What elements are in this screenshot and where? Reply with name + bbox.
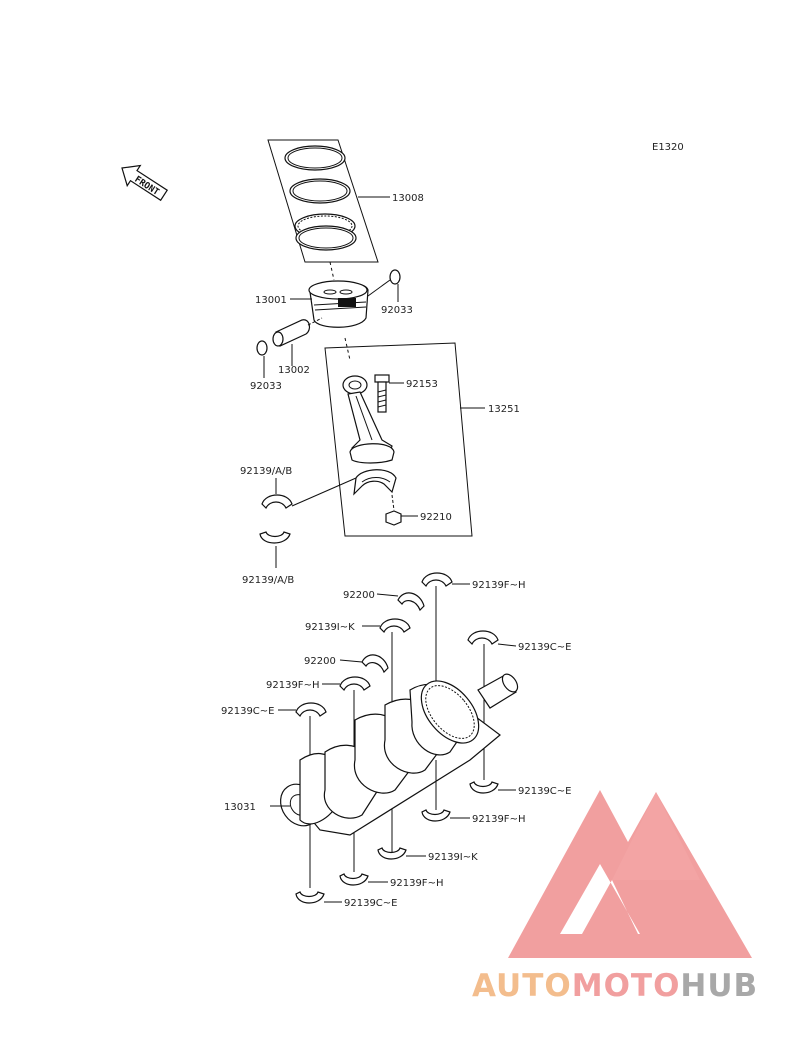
main-bearing-ce-top-right [467, 630, 517, 780]
callout-13008: 13008 [392, 193, 424, 204]
callout-13251: 13251 [488, 404, 520, 415]
callout-92139fh-bottom-right: 92139F~H [472, 814, 525, 825]
callout-92139fh-mid: 92139F~H [266, 680, 319, 691]
callout-92139ik-top: 92139I~K [305, 622, 355, 633]
callout-92033-right: 92033 [381, 305, 413, 316]
callout-92210: 92210 [420, 512, 452, 523]
main-bearing-fh-bottom-right [421, 760, 470, 822]
callout-92200-upper: 92200 [343, 590, 375, 601]
automotohub-watermark: AUTOMOTOHUB [472, 790, 758, 1004]
thrust-washer-upper [376, 592, 425, 612]
main-bearing-fh-top [421, 572, 470, 684]
callout-13031: 13031 [224, 802, 256, 813]
watermark-hub: HUB [680, 968, 758, 1004]
callout-92139ik-bottom: 92139I~K [428, 852, 478, 863]
thrust-washer-lower [339, 654, 389, 674]
main-bearing-ik-bottom [377, 847, 426, 860]
diagram-code: E1320 [652, 142, 684, 153]
callout-92139ce-top-left: 92139C~E [221, 706, 275, 717]
callout-92139fh-bottom: 92139F~H [390, 878, 443, 889]
callout-92153: 92153 [406, 379, 438, 390]
callout-13001: 13001 [255, 295, 287, 306]
svg-text:AUTOMOTOHUB: AUTOMOTOHUB [472, 968, 758, 1004]
conrod-bearing-lower [259, 531, 291, 568]
crankshaft [270, 673, 519, 836]
watermark-moto: MOTO [572, 968, 681, 1004]
connecting-rod [342, 375, 395, 464]
conrod-bearing-upper [261, 477, 357, 510]
callout-92139ce-bottom: 92139C~E [344, 898, 398, 909]
pin-clip-right [367, 269, 401, 302]
piston-rings [267, 139, 390, 263]
watermark-auto: AUTO [472, 968, 572, 1004]
front-direction-arrow-icon: FRONT [121, 164, 169, 202]
main-bearing-ce-bottom [295, 891, 342, 904]
main-bearing-ce-bottom-right [469, 781, 516, 794]
callout-92139ab-lower: 92139/A/B [242, 575, 294, 586]
piston [290, 280, 369, 328]
piston-pin [272, 317, 323, 366]
callout-13002: 13002 [278, 365, 310, 376]
conrod-bolt [374, 374, 404, 413]
callout-92139fh-top: 92139F~H [472, 580, 525, 591]
callout-92033-left: 92033 [250, 381, 282, 392]
conrod-cap [353, 469, 397, 496]
pin-clip-left [256, 340, 268, 378]
callout-92139ce-bottom-right: 92139C~E [518, 786, 572, 797]
conrod-nut [385, 494, 418, 526]
callout-92139ab-upper: 92139/A/B [240, 466, 292, 477]
callout-92139ce-top-right: 92139C~E [518, 642, 572, 653]
callout-92200-lower: 92200 [304, 656, 336, 667]
main-bearing-fh-bottom [339, 873, 388, 886]
